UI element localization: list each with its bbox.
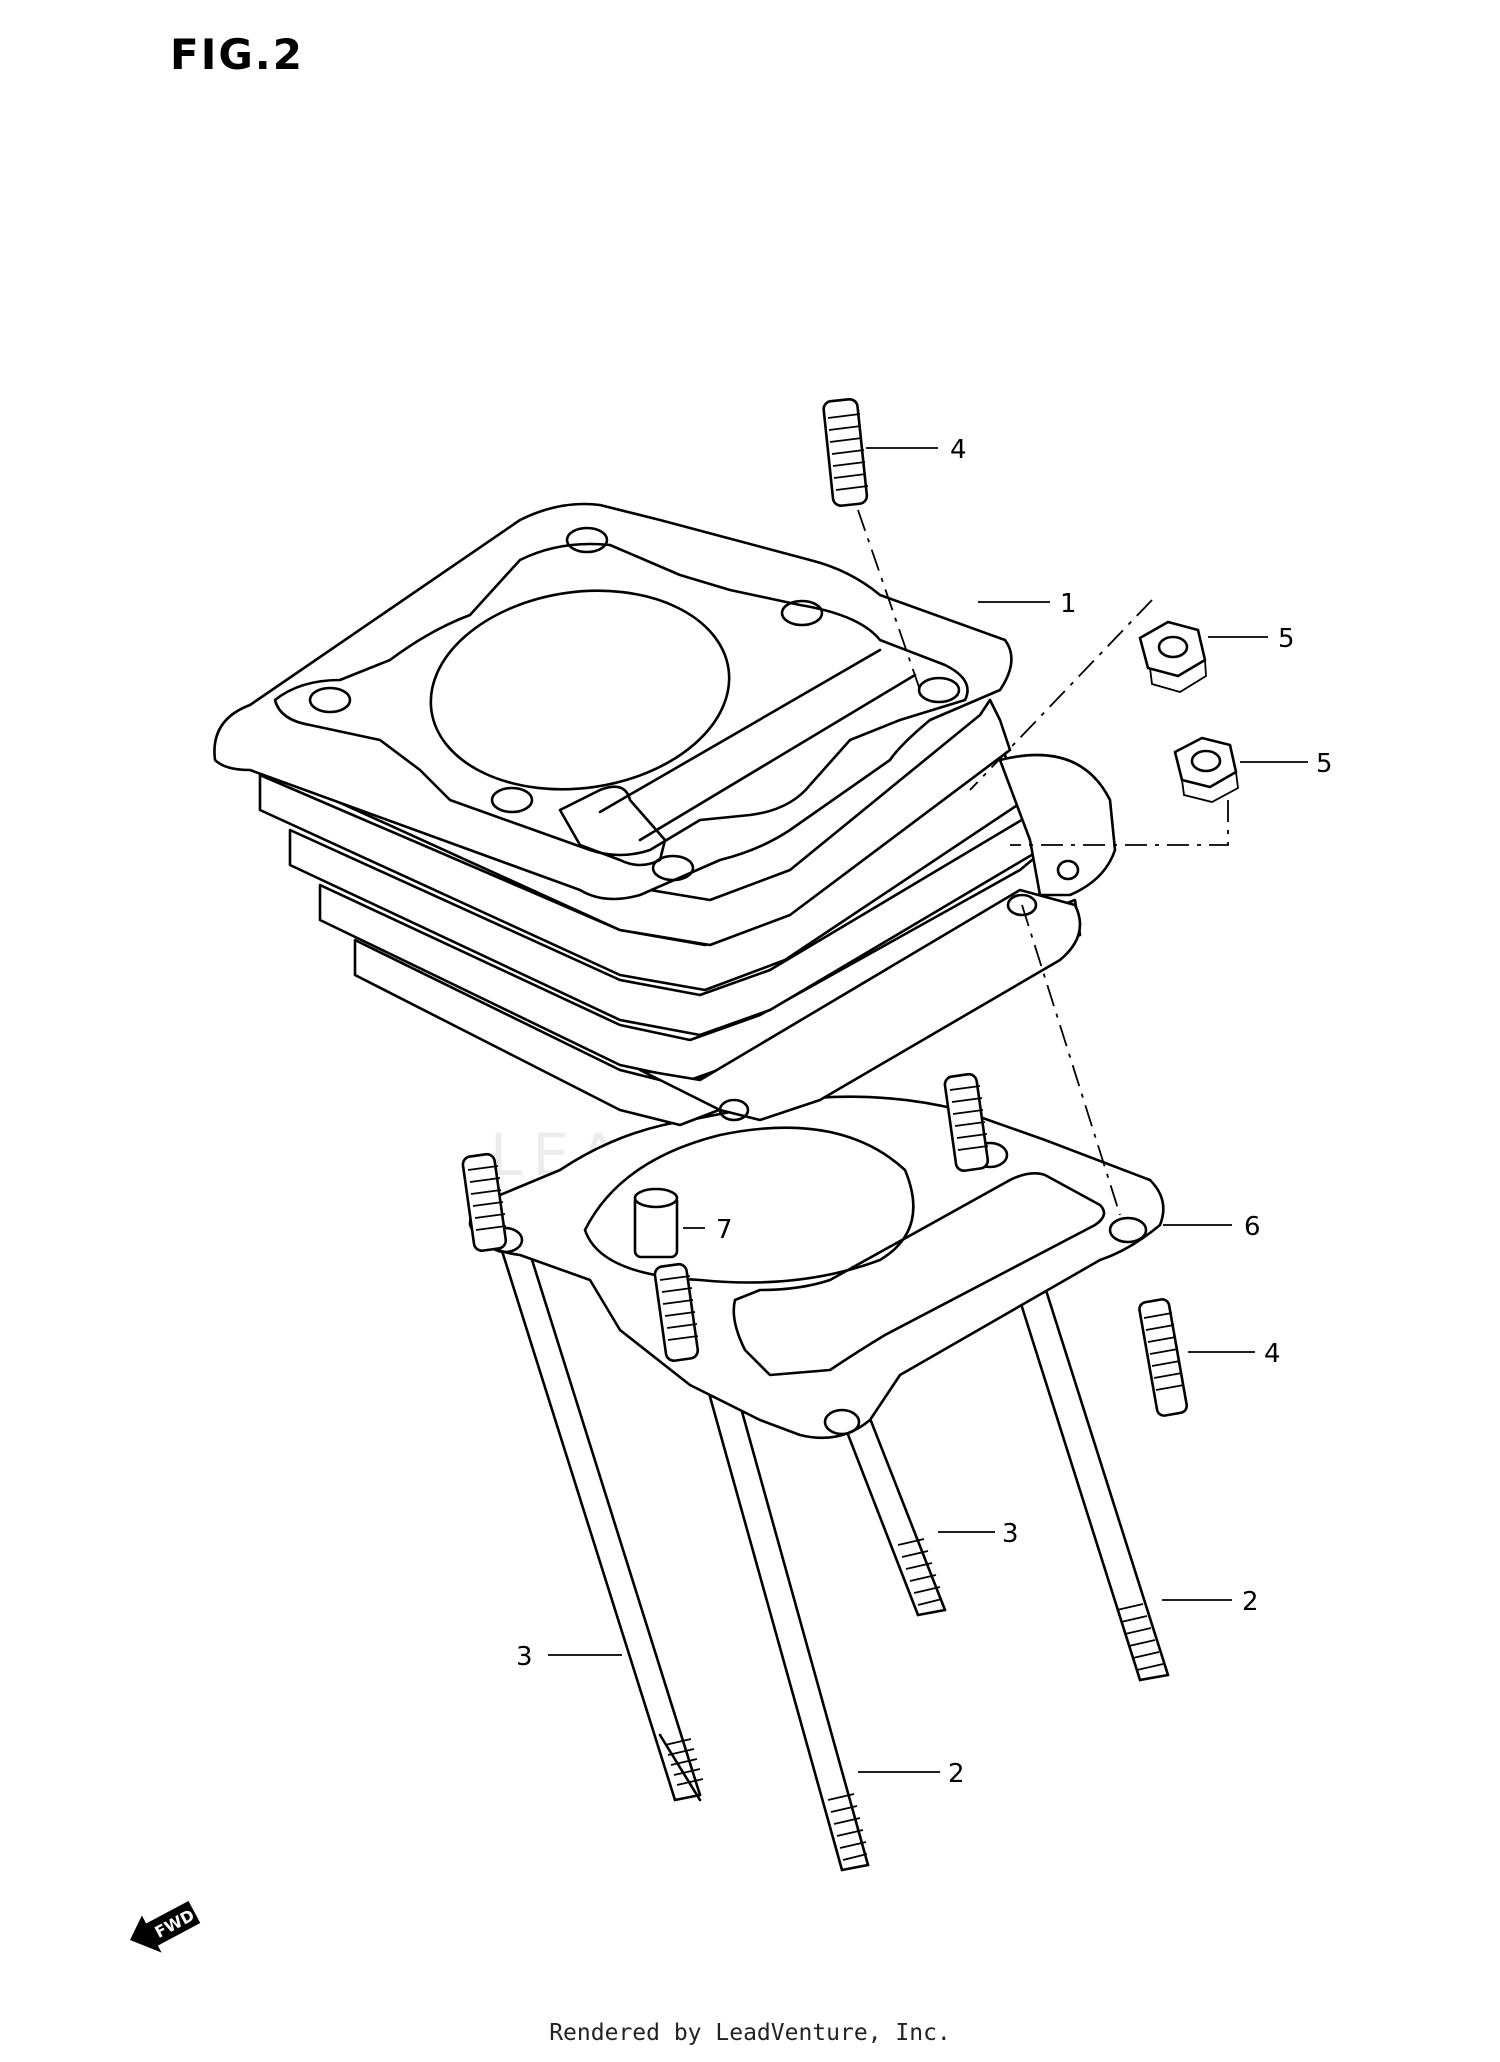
callout-7: 7	[716, 1215, 733, 1245]
fwd-arrow-icon: FWD	[130, 1900, 201, 1953]
callout-4-lower: 4	[1264, 1339, 1281, 1369]
long-stud-3-left	[495, 1226, 704, 1802]
cylinder	[213, 502, 1117, 1127]
callout-2-right: 2	[1242, 1587, 1259, 1617]
callout-3-left: 3	[516, 1642, 533, 1672]
lower-stud-4	[1138, 1298, 1189, 1417]
callout-5-lower: 5	[1316, 749, 1333, 779]
stud-top-middle	[653, 1262, 700, 1363]
callout-5-upper: 5	[1278, 624, 1295, 654]
callout-3-right: 3	[1002, 1519, 1019, 1549]
footer-credit: Rendered by LeadVenture, Inc.	[549, 2020, 951, 2046]
stud-top-right	[943, 1072, 990, 1173]
dowel-pin	[633, 1187, 679, 1259]
callout-6: 6	[1244, 1212, 1261, 1242]
callout-2-lower: 2	[948, 1759, 965, 1789]
callout-leaders	[548, 447, 1308, 1773]
base-gasket	[468, 1095, 1165, 1440]
callout-1: 1	[1060, 589, 1077, 619]
callout-4-top: 4	[950, 435, 967, 465]
upper-stud-4	[822, 397, 921, 691]
figure-title: FIG.2	[170, 30, 304, 79]
stud-top-left	[461, 1152, 508, 1253]
nut-5-upper	[1138, 620, 1207, 693]
nut-5-lower	[1173, 736, 1239, 803]
